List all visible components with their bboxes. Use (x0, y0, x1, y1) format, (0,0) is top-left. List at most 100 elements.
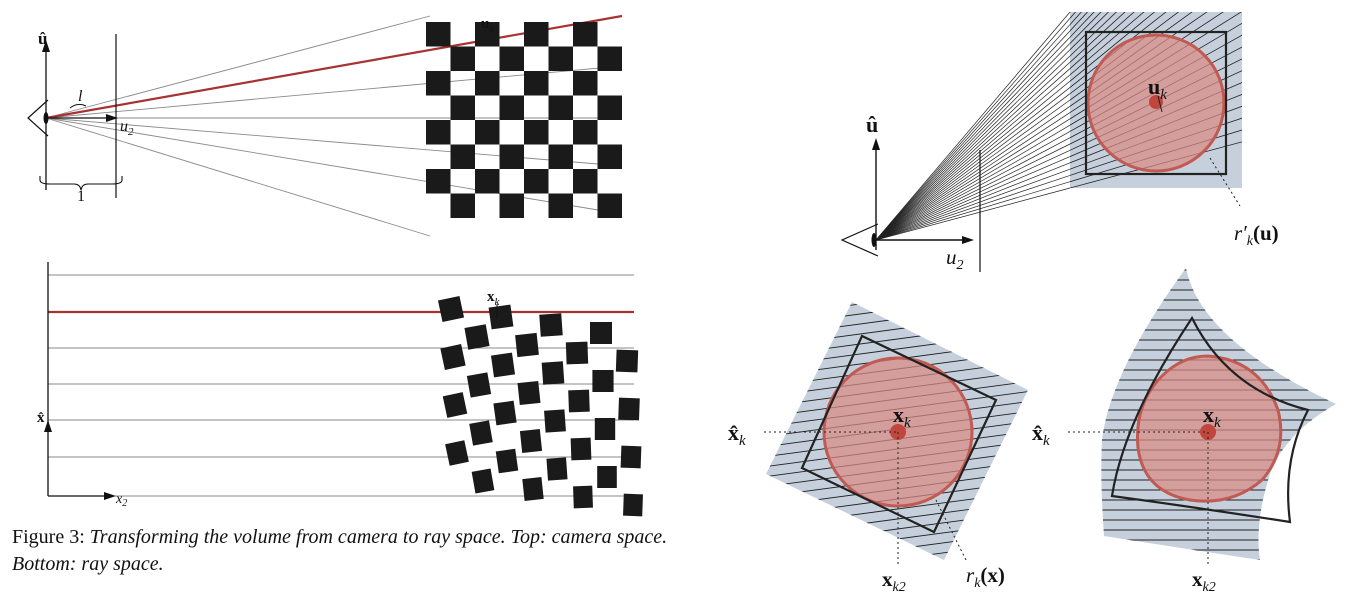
uk-pointer (1157, 95, 1163, 113)
camera-kernel-ray (875, 80, 1071, 241)
x-axis-arrow (44, 420, 52, 432)
warped-checker-cell (522, 477, 544, 501)
checker-cell (499, 46, 524, 71)
eye-icon-right (840, 223, 879, 257)
warped-checker-cell (464, 324, 490, 350)
xk-right-sub: k (1214, 415, 1221, 431)
camera-kernel-ray (875, 187, 1071, 241)
warped-checker-cell (493, 400, 517, 426)
xk-label-base: x (487, 289, 495, 305)
rk-leader (935, 499, 967, 561)
checker-cell (548, 193, 573, 218)
xk-label-sub: k (495, 296, 501, 308)
warped-checker-cell (570, 437, 592, 461)
camera-kernel-ray (875, 11, 1071, 241)
checker-cell (524, 22, 549, 47)
u2-right-sub: 2 (957, 258, 964, 273)
camera-kernel-ray (875, 162, 1071, 241)
x-hat-label: x̂ (37, 410, 45, 426)
checker-cell (499, 95, 524, 120)
affine-footprint-square (800, 334, 998, 534)
xk-mid-sub: k (904, 415, 911, 431)
eye-pupil (43, 112, 49, 124)
camera-kernel-center (1149, 95, 1163, 109)
camera-kernel-ray-continuation (1070, 12, 1242, 63)
x2-label-base: x (115, 492, 123, 507)
rk-prime-label: r′k(u) (1234, 221, 1279, 249)
checker-cell (573, 22, 598, 47)
u2-label-base: u (120, 118, 128, 135)
camera-kernel-ray-continuation (1070, 12, 1242, 13)
warped-checker-cell (597, 466, 617, 488)
xhat-mid-sub: k (739, 433, 746, 449)
warped-checker-cell (615, 349, 639, 373)
rk-sub: k (974, 576, 981, 591)
camera-kernel-ray (875, 49, 1071, 241)
uk-label: uk (481, 16, 495, 35)
xk-right-base: x (1203, 402, 1214, 427)
warped-checker-cell (623, 493, 643, 517)
camera-ray (45, 117, 431, 237)
warped-checker-cell (565, 341, 589, 365)
checker-cell (524, 120, 549, 145)
ray-space-rays (48, 274, 634, 497)
camera-kernel-ray-continuation (1070, 12, 1242, 69)
warped-checker-cell (592, 370, 614, 392)
affine-ray-line (740, 180, 1040, 220)
affine-ray-line (740, 240, 1040, 280)
camera-kernel-ray (875, 68, 1071, 241)
ray-space-panel: x̂ x2 xk (37, 262, 643, 517)
u2-label-right: u2 (946, 245, 964, 273)
warped-checkerboard (437, 295, 643, 517)
camera-kernel-ray (875, 24, 1071, 241)
camera-kernel-ray (875, 87, 1071, 241)
projective-kernel-panel: x̂ k xk xk2 (1032, 268, 1336, 595)
xk2-right-base: x (1192, 567, 1203, 591)
camera-kernel-ray (875, 62, 1071, 241)
eye-pupil-right (871, 233, 877, 247)
camera-kernel-ray (875, 137, 1071, 241)
warped-checker-cell (440, 344, 466, 370)
checkerboard (426, 22, 622, 218)
checker-cell (426, 71, 451, 96)
affine-ray-line (740, 260, 1040, 300)
xhat-right-base: x̂ (1032, 420, 1043, 445)
camera-ray (45, 117, 623, 215)
warped-checker-cell (568, 389, 590, 413)
warped-checker-cell (539, 313, 563, 337)
camera-kernel-panel: û u2 u k r′k(u) (840, 11, 1279, 273)
xk2-label-mid: xk2 (882, 567, 906, 595)
camera-kernel-ray-continuation (1070, 12, 1242, 76)
xk2-label-right: xk2 (1192, 567, 1216, 595)
u2-right-base: u (946, 245, 957, 269)
checker-cell (548, 144, 573, 169)
camera-kernel-ray (875, 30, 1071, 241)
camera-kernel-ray (875, 105, 1071, 241)
camera-footprint-square (1084, 30, 1228, 176)
warped-checker-cell (471, 468, 495, 494)
u-hat-label-right: û (866, 112, 878, 137)
affine-ray-line (766, 302, 1028, 311)
xk2-mid-base: x (882, 567, 893, 591)
checker-cell (475, 71, 500, 96)
x2-label: x2 (115, 492, 127, 509)
warped-checker-cell (519, 429, 543, 453)
warped-checker-cell (590, 322, 612, 344)
xk2-mid-sub: k2 (893, 580, 906, 595)
checker-cell (573, 120, 598, 145)
warped-checker-cell (445, 440, 469, 466)
xk-label-right: xk (1203, 402, 1221, 431)
camera-kernel-ray (875, 43, 1071, 241)
checker-cell (597, 144, 622, 169)
checker-cell (597, 95, 622, 120)
u-axis-right-arrow (872, 138, 880, 150)
checker-cell (426, 169, 451, 194)
camera-kernel-ray-continuation (1070, 12, 1242, 50)
warped-checker-cell (469, 420, 493, 446)
xk-mid-base: x (893, 402, 904, 427)
camera-kernel-ray (875, 36, 1071, 241)
affine-ray-line (740, 250, 1040, 290)
rk-prime-sub: k (1247, 234, 1254, 249)
checker-cell (597, 46, 622, 71)
rk-label: rk(x) (966, 563, 1005, 591)
